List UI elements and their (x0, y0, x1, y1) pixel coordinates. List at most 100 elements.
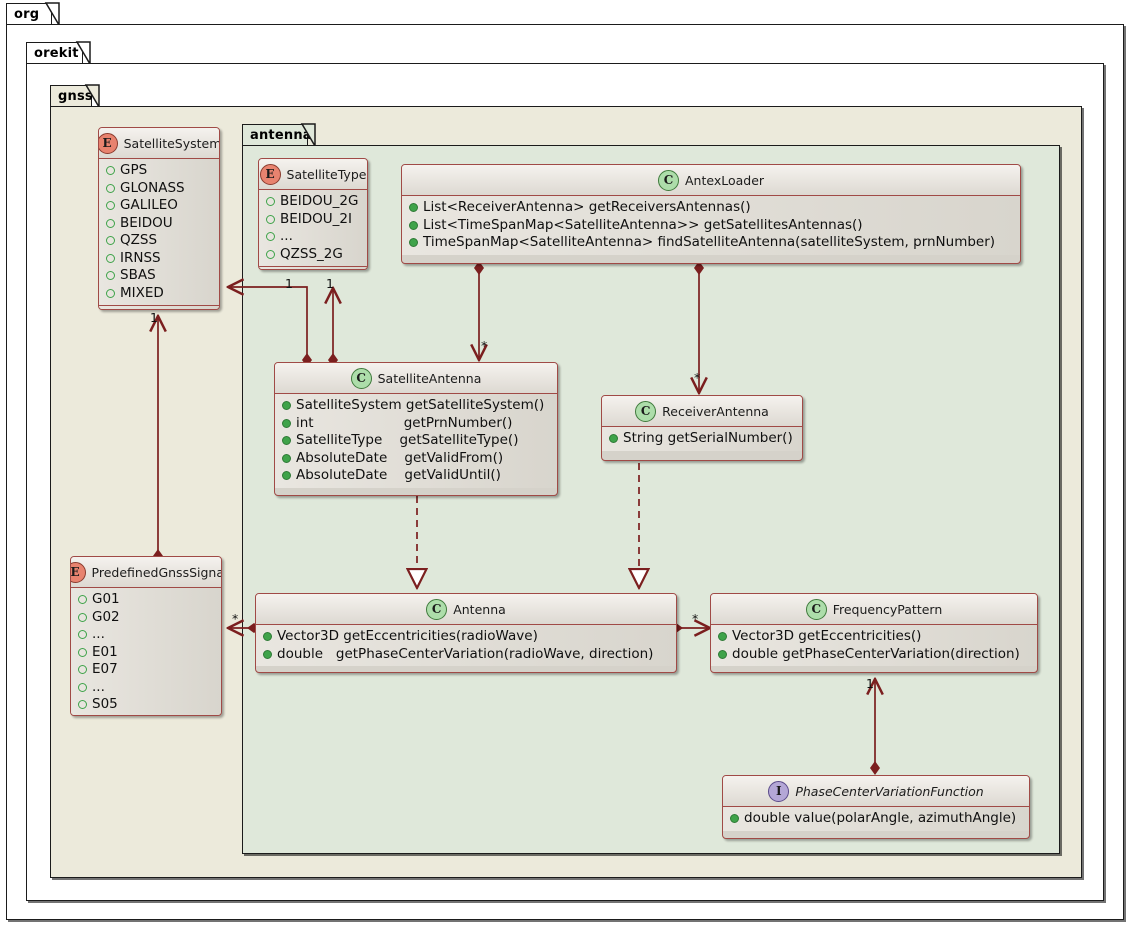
public-member-icon (718, 649, 727, 659)
public-member-icon (409, 238, 418, 248)
class-node-antenna[interactable]: C Antenna Vector3D getEccentricities(rad… (255, 593, 677, 673)
class-members-antenna: Vector3D getEccentricities(radioWave) do… (256, 625, 676, 666)
mult-satellite-antenna-in: * (481, 338, 488, 353)
class-node-satellite-type[interactable]: E SatelliteType BEIDOU_2G BEIDOU_2I ... … (258, 158, 368, 270)
mult-predefined-signal-up: 1 (285, 276, 293, 291)
class-header-satellite-antenna: C SatelliteAntenna (275, 363, 557, 394)
public-member-icon (609, 434, 618, 444)
method-row: Vector3D getEccentricities() (711, 628, 1037, 646)
method-row: AbsoluteDate getValidFrom() (275, 450, 557, 468)
public-member-icon (282, 401, 291, 411)
public-member-icon (282, 418, 291, 428)
enum-constant: BEIDOU (99, 215, 219, 233)
class-header-phase-center-variation-function: I PhaseCenterVariationFunction (723, 776, 1029, 807)
package-label-orekit: orekit (34, 46, 79, 61)
method-row: Vector3D getEccentricities(radioWave) (256, 628, 676, 646)
enum-constant: QZSS_2G (259, 246, 367, 264)
method-row: SatelliteType getSatelliteType() (275, 432, 557, 450)
class-title-satellite-antenna: SatelliteAntenna (377, 370, 482, 386)
enum-bullet-icon (266, 197, 275, 207)
mult-satellite-system-left: 1 (150, 310, 158, 325)
class-footer-satellite-system (99, 305, 219, 309)
enum-bullet-icon (78, 612, 87, 622)
public-member-icon (730, 814, 739, 824)
method-row: AbsoluteDate getValidUntil() (275, 467, 557, 485)
class-icon: C (350, 367, 372, 389)
enum-bullet-icon (106, 201, 115, 211)
class-title-satellite-type: SatelliteType (286, 166, 367, 182)
class-node-predefined-gnss-signal[interactable]: E PredefinedGnssSignal G01 G02 ... E01 E… (70, 556, 222, 716)
public-member-icon (263, 649, 272, 659)
package-label-gnss: gnss (58, 89, 93, 104)
class-node-frequency-pattern[interactable]: C FrequencyPattern Vector3D getEccentric… (710, 593, 1038, 673)
public-member-icon (282, 471, 291, 481)
class-node-receiver-antenna[interactable]: C ReceiverAntenna String getSerialNumber… (601, 395, 803, 461)
method-row: int getPrnNumber() (275, 415, 557, 433)
class-node-antex-loader[interactable]: C AntexLoader List<ReceiverAntenna> getR… (401, 164, 1021, 264)
mult-predefined-signal-in: * (232, 611, 239, 626)
enum-bullet-icon (106, 236, 115, 246)
package-label-org: org (14, 7, 40, 22)
enum-bullet-icon (266, 249, 275, 259)
class-members-satellite-type: BEIDOU_2G BEIDOU_2I ... QZSS_2G (259, 190, 367, 266)
public-member-icon (282, 453, 291, 463)
enum-constant: S05 (71, 696, 221, 714)
enum-bullet-icon (78, 682, 87, 692)
enum-icon: E (259, 163, 281, 185)
package-tab-gnss: gnss (50, 85, 93, 107)
class-members-phase-center-variation-function: double value(polarAngle, azimuthAngle) (723, 807, 1029, 831)
class-header-satellite-type: E SatelliteType (259, 159, 367, 190)
interface-icon: I (768, 780, 790, 802)
enum-bullet-icon (78, 595, 87, 605)
package-tab-org: org (6, 3, 52, 25)
class-node-satellite-antenna[interactable]: C SatelliteAntenna SatelliteSystem getSa… (274, 362, 558, 496)
package-fold-gnss (84, 84, 100, 110)
class-title-antex-loader: AntexLoader (684, 172, 765, 188)
enum-constant: MIXED (99, 285, 219, 303)
enum-constant: ... (71, 679, 221, 697)
class-icon: C (635, 400, 657, 422)
enum-bullet-icon (106, 288, 115, 298)
class-node-phase-center-variation-function[interactable]: I PhaseCenterVariationFunction double va… (722, 775, 1030, 839)
enum-constant: E07 (71, 661, 221, 679)
enum-constant: BEIDOU_2G (259, 193, 367, 211)
enum-icon: E (99, 132, 118, 154)
enum-constant: GPS (99, 162, 219, 180)
mult-frequency-pattern-in: * (692, 611, 699, 626)
class-title-receiver-antenna: ReceiverAntenna (662, 403, 769, 419)
class-title-phase-center-variation-function: PhaseCenterVariationFunction (795, 783, 984, 799)
enum-bullet-icon (78, 630, 87, 640)
class-title-frequency-pattern: FrequencyPattern (832, 601, 943, 617)
method-row: List<TimeSpanMap<SatelliteAntenna>> getS… (402, 217, 1020, 235)
method-row: TimeSpanMap<SatelliteAntenna> findSatell… (402, 234, 1020, 252)
package-label-antenna: antenna (250, 128, 312, 143)
enum-bullet-icon (78, 700, 87, 710)
public-member-icon (409, 203, 418, 213)
enum-bullet-icon (106, 271, 115, 281)
method-row: SatelliteSystem getSatelliteSystem() (275, 397, 557, 415)
class-icon: C (805, 598, 827, 620)
class-members-receiver-antenna: String getSerialNumber() (602, 427, 802, 451)
class-icon: C (657, 169, 679, 191)
method-row: double getPhaseCenterVariation(direction… (711, 646, 1037, 664)
class-node-satellite-system[interactable]: E SatelliteSystem GPS GLONASS GALILEO BE… (98, 127, 220, 310)
class-members-frequency-pattern: Vector3D getEccentricities() double getP… (711, 625, 1037, 666)
class-header-antex-loader: C AntexLoader (402, 165, 1020, 196)
class-header-antenna: C Antenna (256, 594, 676, 625)
mult-pcv-function-up: 1 (866, 676, 874, 691)
class-title-satellite-system: SatelliteSystem (123, 135, 220, 151)
enum-bullet-icon (266, 232, 275, 242)
mult-receiver-antenna-in: * (694, 370, 701, 385)
method-row: double value(polarAngle, azimuthAngle) (723, 810, 1029, 828)
enum-constant: ... (71, 626, 221, 644)
public-member-icon (409, 220, 418, 230)
enum-constant: G01 (71, 591, 221, 609)
public-member-icon (718, 632, 727, 642)
class-header-predefined-gnss-signal: E PredefinedGnssSignal (71, 557, 221, 588)
class-icon: C (426, 598, 448, 620)
enum-constant: ... (259, 228, 367, 246)
package-fold-org (44, 2, 60, 28)
package-tab-antenna: antenna (242, 124, 312, 146)
package-tab-orekit: orekit (26, 42, 83, 64)
enum-constant: IRNSS (99, 250, 219, 268)
